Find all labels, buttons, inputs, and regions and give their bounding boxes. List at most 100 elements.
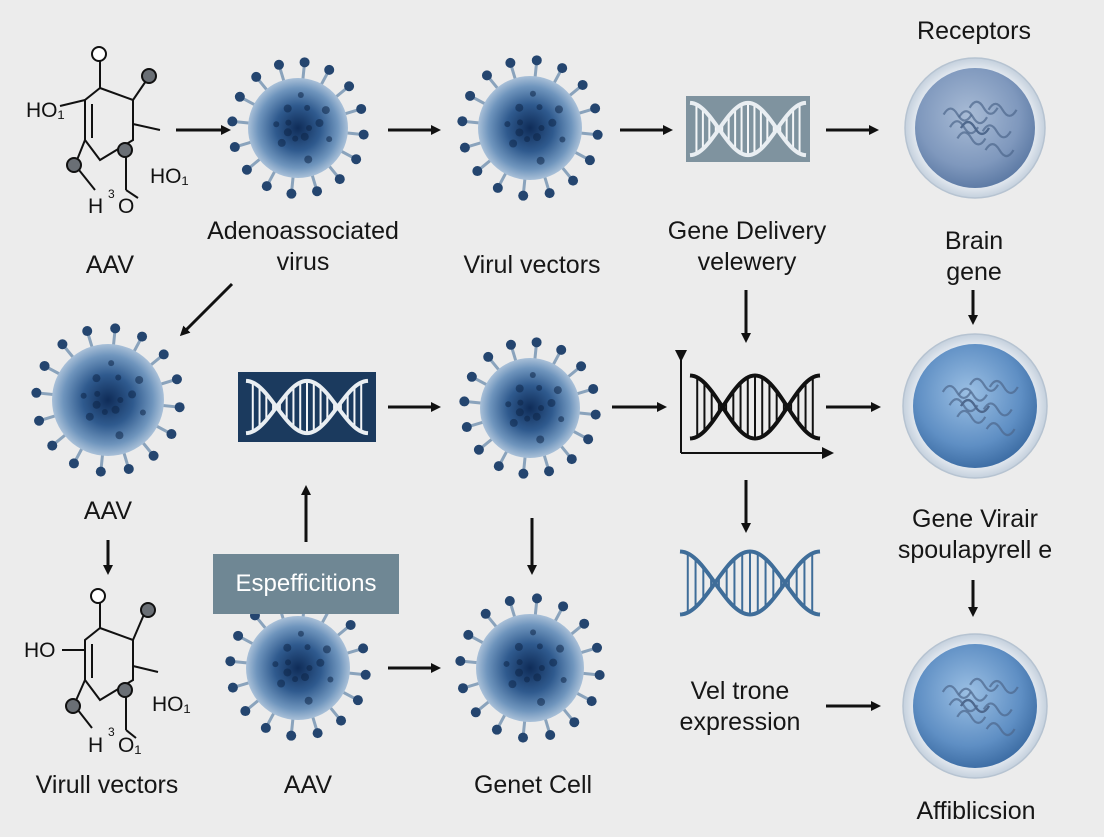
virus-dot bbox=[304, 696, 313, 705]
virus-dot bbox=[504, 121, 511, 128]
virus-spike-tip bbox=[556, 344, 567, 355]
virus-spike-tip bbox=[95, 466, 106, 477]
label-line: Adenoassociated bbox=[207, 217, 399, 245]
virus-spike-tip bbox=[137, 331, 148, 342]
dna-strand bbox=[245, 378, 369, 436]
virus-spike-tip bbox=[457, 116, 468, 127]
virus-dot bbox=[524, 136, 531, 143]
virus-dot bbox=[315, 118, 324, 127]
virus-dot bbox=[85, 412, 94, 421]
brain-fold bbox=[958, 110, 988, 125]
virus-dot bbox=[273, 121, 280, 128]
virus-spike-tip bbox=[518, 468, 529, 479]
virus-spike-tip bbox=[579, 618, 590, 629]
virus-spike-tip bbox=[31, 387, 42, 398]
dna-strand bbox=[689, 100, 807, 158]
virus-center-mid bbox=[459, 337, 601, 479]
virus-spike-tip bbox=[558, 601, 569, 612]
virus-dot bbox=[529, 90, 536, 97]
label-affiblicsion: Affiblicsion bbox=[916, 797, 1036, 825]
brain-fold bbox=[968, 100, 999, 115]
virus-aav-mid-left bbox=[31, 323, 185, 477]
virus-spike-tip bbox=[481, 70, 492, 81]
virus-spike-tip bbox=[251, 71, 262, 82]
molecule-label: O₁ bbox=[118, 734, 141, 757]
brain-fold bbox=[985, 422, 1016, 437]
virus-dot bbox=[524, 415, 531, 422]
virus-spike-tip bbox=[544, 188, 555, 199]
virus-adeno-top bbox=[227, 57, 369, 199]
virus-dot bbox=[536, 435, 545, 444]
virus-spike-tip bbox=[123, 463, 134, 474]
virus-spike-tip bbox=[594, 669, 605, 680]
virus-dot bbox=[297, 630, 304, 637]
virus-dot bbox=[292, 135, 299, 142]
label-aav-bottom: AAV bbox=[283, 771, 333, 799]
brain-fold bbox=[948, 398, 979, 413]
virus-dot bbox=[536, 384, 543, 391]
brain-fold bbox=[949, 120, 979, 135]
virus-spike-tip bbox=[544, 466, 555, 477]
virus-dot bbox=[108, 360, 115, 367]
virus-spike-tip bbox=[47, 440, 58, 451]
virus-spike-tip bbox=[505, 339, 516, 350]
label-gene-virair: Gene Virair spoulapyrell e bbox=[870, 504, 1080, 566]
virus-spike-tip bbox=[588, 383, 599, 394]
brain-fold bbox=[960, 120, 990, 136]
virus-dot bbox=[326, 136, 333, 143]
virus-dot bbox=[517, 119, 524, 126]
brain-fold bbox=[941, 384, 972, 400]
virus-spike-tip bbox=[286, 730, 297, 741]
virus-spike-tip bbox=[491, 724, 502, 735]
virus-spike-tip bbox=[324, 64, 335, 75]
virus-dot bbox=[553, 386, 562, 395]
virus-spike-tip bbox=[492, 182, 503, 193]
virus-dot bbox=[306, 125, 313, 131]
virus-dot bbox=[533, 133, 542, 142]
virus-dot bbox=[538, 125, 545, 131]
virus-spike-tip bbox=[461, 422, 472, 433]
virus-dot bbox=[80, 392, 87, 399]
molecule-structure-top bbox=[59, 60, 161, 199]
virus-spike-tip bbox=[483, 351, 494, 362]
label-adenoassociated: Adenoassociated virus bbox=[178, 216, 428, 278]
virus-spike-tip bbox=[531, 593, 542, 604]
dna-chart-icon bbox=[675, 350, 834, 459]
virus-dot bbox=[549, 658, 558, 667]
virus-aav-bottom bbox=[225, 595, 371, 741]
virus-capsid bbox=[246, 616, 350, 720]
virus-spike-tip bbox=[531, 55, 542, 66]
brain-fold bbox=[956, 131, 987, 146]
virus-dot bbox=[530, 629, 537, 636]
virus-dot bbox=[548, 118, 557, 127]
virus-virul-top bbox=[457, 55, 603, 201]
virus-spike-tip bbox=[584, 155, 595, 166]
virus-capsid bbox=[52, 344, 164, 456]
virus-spike-tip bbox=[568, 175, 579, 186]
virus-dot bbox=[301, 673, 310, 682]
virus-spike-tip bbox=[586, 696, 597, 707]
brain-fold bbox=[960, 398, 990, 414]
virus-capsid bbox=[478, 76, 582, 180]
virus-spike-tip bbox=[68, 458, 79, 469]
label-line: spoulapyrell e bbox=[897, 536, 1053, 564]
virus-spike-tip bbox=[241, 164, 252, 175]
virus-spike-tip bbox=[351, 154, 362, 165]
virus-spike-tip bbox=[227, 682, 238, 693]
virus-dot bbox=[536, 156, 545, 165]
virus-dot bbox=[321, 106, 330, 115]
label-line: velewery bbox=[697, 248, 797, 276]
brain-fold bbox=[984, 143, 1015, 158]
atom-filled bbox=[140, 602, 156, 618]
virus-spike-tip bbox=[82, 326, 93, 337]
brain-fold bbox=[969, 377, 999, 392]
virus-dot bbox=[304, 155, 313, 164]
brain-fold bbox=[958, 687, 988, 702]
virus-dot bbox=[537, 697, 546, 706]
brain-fold bbox=[941, 684, 972, 700]
virus-dot bbox=[515, 384, 524, 393]
virus-dot bbox=[516, 659, 523, 666]
label-line: Gene Delivery bbox=[667, 217, 827, 245]
